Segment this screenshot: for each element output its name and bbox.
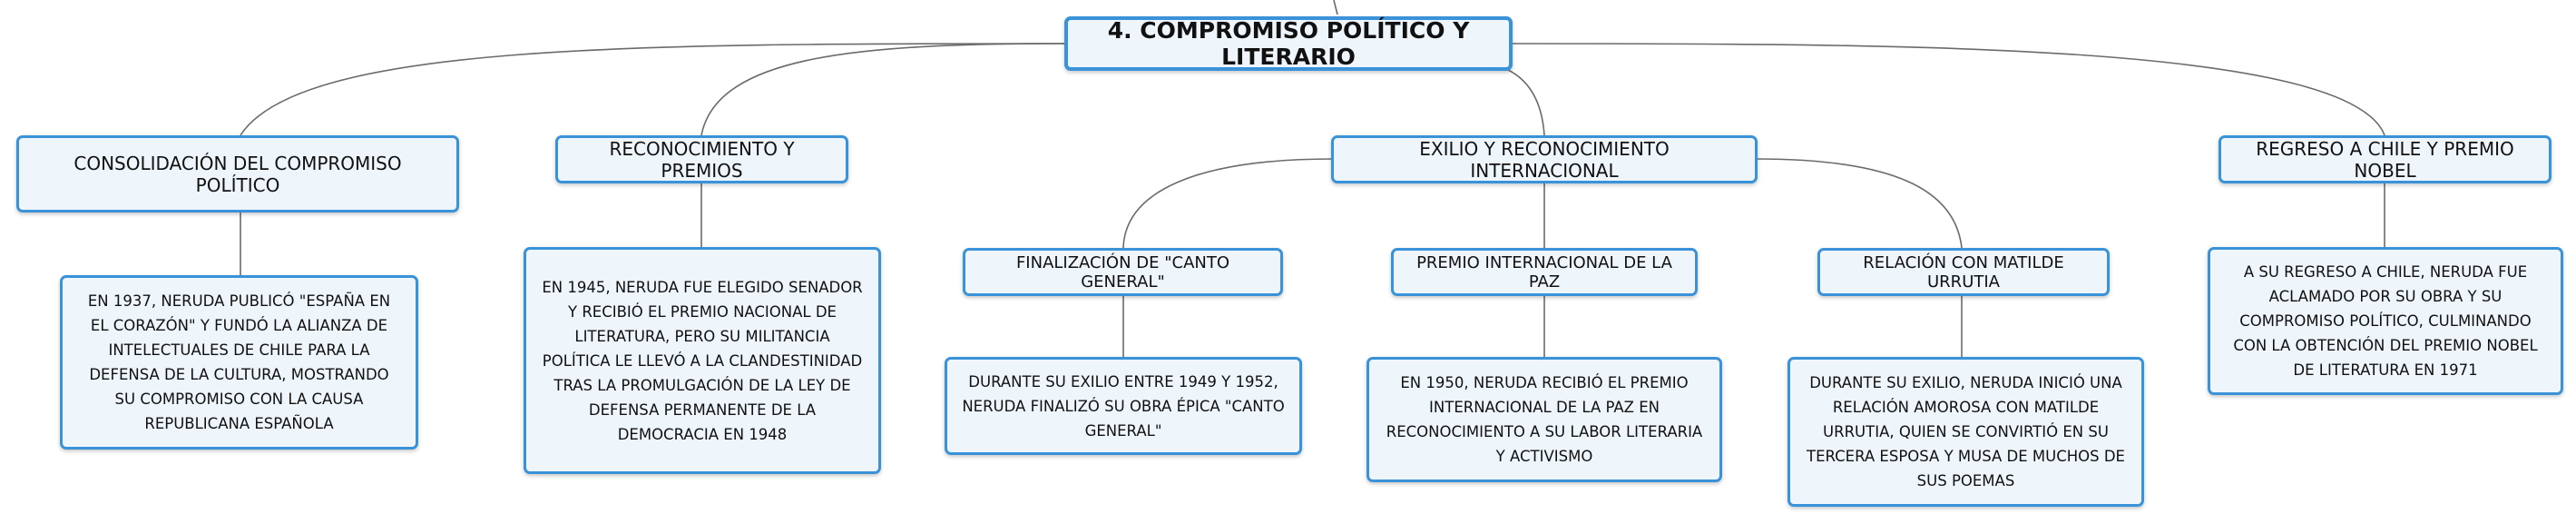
topic-consolidacion-label: CONSOLIDACIÓN DEL COMPROMISO POLÍTICO xyxy=(73,152,402,196)
detail-matilde-urrutia[interactable]: DURANTE SU EXILIO, NERUDA INICIÓ UNA REL… xyxy=(1788,357,2144,507)
detail-matilde-urrutia-text: DURANTE SU EXILIO, NERUDA INICIÓ UNA REL… xyxy=(1807,374,2125,489)
connector-parent-in xyxy=(1333,0,1338,15)
subtopic-premio-paz[interactable]: PREMIO INTERNACIONAL DE LA PAZ xyxy=(1391,248,1698,296)
subtopic-premio-paz-label: PREMIO INTERNACIONAL DE LA PAZ xyxy=(1416,252,1672,292)
detail-premio-paz[interactable]: EN 1950, NERUDA RECIBIÓ EL PREMIO INTERN… xyxy=(1366,357,1722,482)
topic-regreso-label: REGRESO A CHILE Y PREMIO NOBEL xyxy=(2256,137,2514,182)
subtopic-matilde-urrutia[interactable]: RELACIÓN CON MATILDE URRUTIA xyxy=(1817,248,2110,296)
connector-root-to-regreso xyxy=(1509,43,2385,136)
connector-root-to-consolidacion xyxy=(240,43,1067,136)
connector-root-to-exilio xyxy=(1505,68,1545,136)
topic-exilio[interactable]: EXILIO Y RECONOCIMIENTO INTERNACIONAL xyxy=(1331,135,1758,183)
topic-consolidacion[interactable]: CONSOLIDACIÓN DEL COMPROMISO POLÍTICO xyxy=(16,135,459,213)
root-topic[interactable]: 4. COMPROMISO POLÍTICO Y LITERARIO xyxy=(1064,16,1513,71)
detail-canto-general[interactable]: DURANTE SU EXILIO ENTRE 1949 Y 1952, NER… xyxy=(945,357,1302,455)
detail-canto-general-text: DURANTE SU EXILIO ENTRE 1949 Y 1952, NER… xyxy=(962,372,1285,440)
detail-reconocimiento-text: EN 1945, NERUDA FUE ELEGIDO SENADOR Y RE… xyxy=(542,278,863,443)
topic-regreso[interactable]: REGRESO A CHILE Y PREMIO NOBEL xyxy=(2218,135,2552,183)
topic-exilio-label: EXILIO Y RECONOCIMIENTO INTERNACIONAL xyxy=(1419,137,1670,182)
connector-exilio-to-matilde xyxy=(1755,158,1963,249)
root-topic-label: 4. COMPROMISO POLÍTICO Y LITERARIO xyxy=(1107,17,1470,70)
detail-reconocimiento[interactable]: EN 1945, NERUDA FUE ELEGIDO SENADOR Y RE… xyxy=(524,247,881,474)
detail-regreso-text: A SU REGRESO A CHILE, NERUDA FUE ACLAMAD… xyxy=(2233,263,2538,379)
detail-premio-paz-text: EN 1950, NERUDA RECIBIÓ EL PREMIO INTERN… xyxy=(1386,374,1703,465)
connector-exilio-to-canto xyxy=(1122,158,1335,249)
connector-root-to-reconocimiento xyxy=(700,43,1067,136)
subtopic-canto-general[interactable]: FINALIZACIÓN DE "CANTO GENERAL" xyxy=(963,248,1283,296)
subtopic-canto-general-label: FINALIZACIÓN DE "CANTO GENERAL" xyxy=(1015,252,1230,292)
detail-consolidacion-text: EN 1937, NERUDA PUBLICÓ "ESPAÑA EN EL CO… xyxy=(87,292,391,432)
topic-reconocimiento-label: RECONOCIMIENTO Y PREMIOS xyxy=(609,137,795,182)
topic-reconocimiento[interactable]: RECONOCIMIENTO Y PREMIOS xyxy=(555,135,848,183)
detail-consolidacion[interactable]: EN 1937, NERUDA PUBLICÓ "ESPAÑA EN EL CO… xyxy=(60,275,418,450)
subtopic-matilde-urrutia-label: RELACIÓN CON MATILDE URRUTIA xyxy=(1863,252,2064,292)
detail-regreso[interactable]: A SU REGRESO A CHILE, NERUDA FUE ACLAMAD… xyxy=(2208,247,2563,395)
